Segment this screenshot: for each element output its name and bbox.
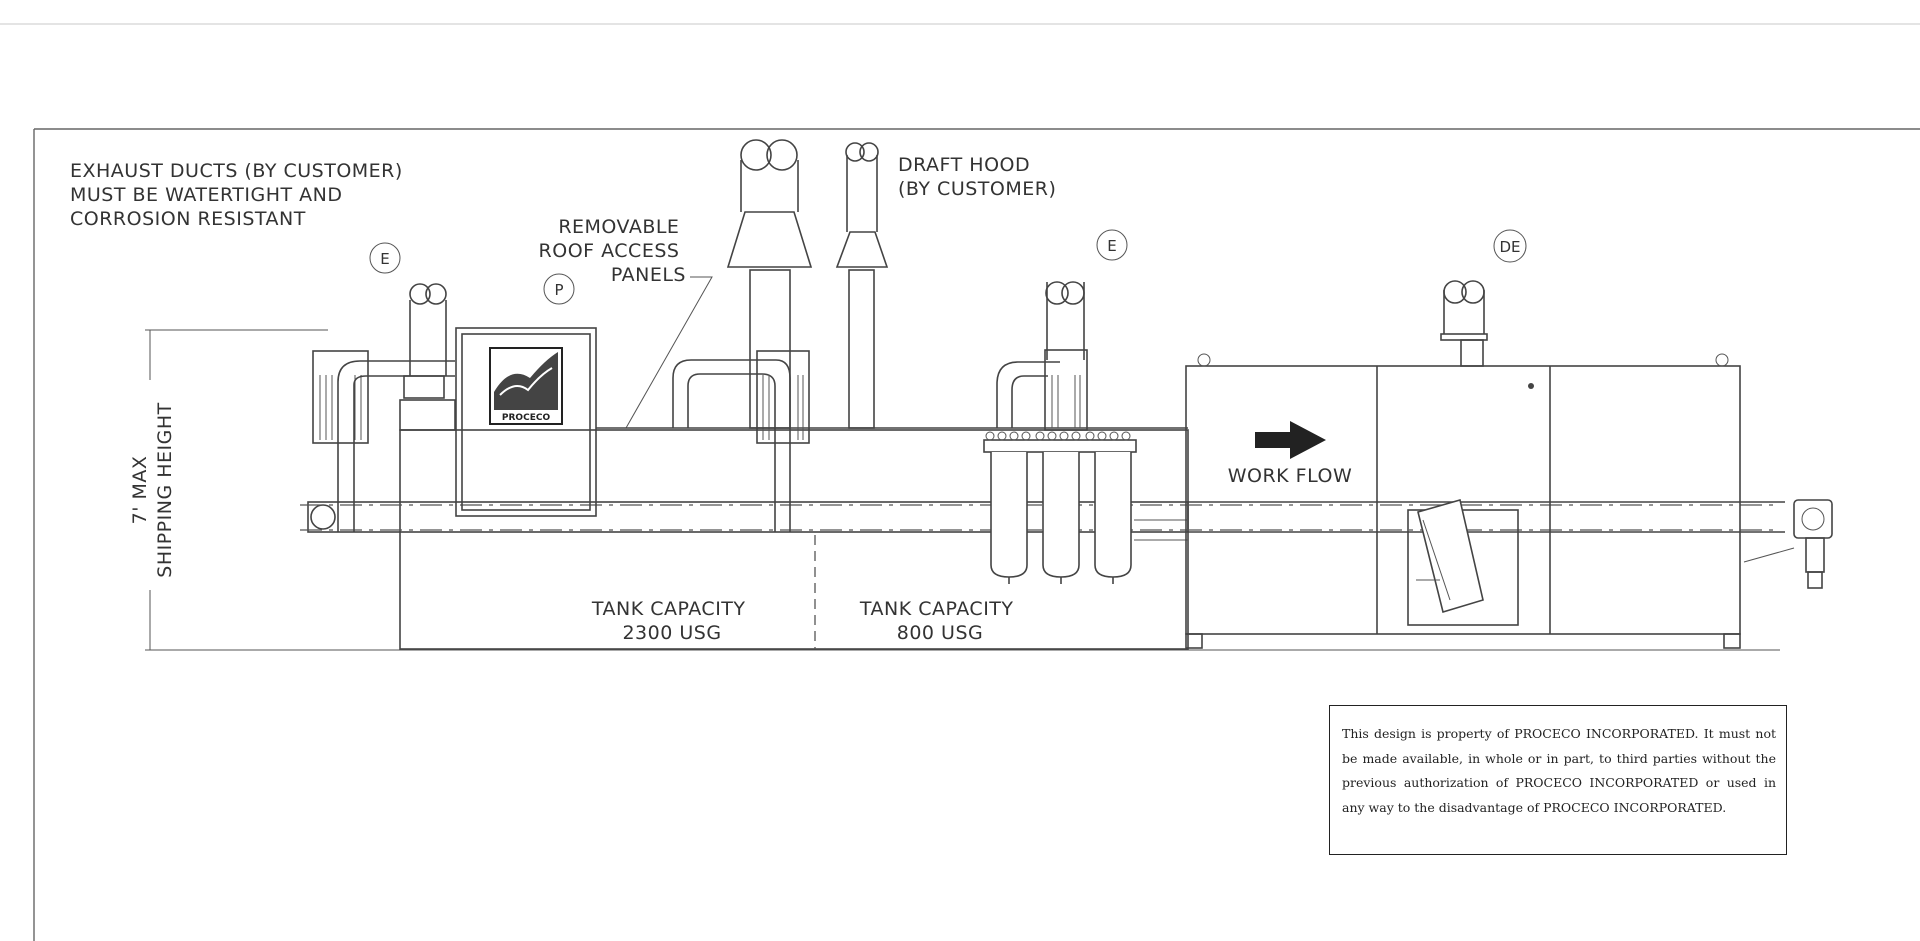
work-flow-arrow: [1255, 421, 1326, 459]
svg-text:DE: DE: [1499, 238, 1520, 256]
draft-hood-label: DRAFT HOOD (BY CUSTOMER): [898, 154, 1056, 200]
proprietary-notice: This design is property of PROCECO INCOR…: [1329, 705, 1787, 855]
control-panel: [455, 327, 597, 517]
tank-1-capacity: TANK CAPACITY 2300 USG: [591, 598, 752, 644]
svg-text:7' MAX: 7' MAX: [129, 456, 151, 525]
roof-panels-label: REMOVABLE ROOF ACCESS PANELS: [539, 216, 686, 286]
drive-motor: [1743, 499, 1833, 589]
svg-text:P: P: [554, 281, 563, 299]
svg-text:SHIPPING HEIGHT: SHIPPING HEIGHT: [154, 402, 176, 577]
dryer-exhaust-stack: [1440, 280, 1488, 367]
work-flow-label: WORK FLOW: [1228, 465, 1353, 487]
small-draft-hood: [835, 142, 889, 429]
svg-text:PROCECO: PROCECO: [502, 413, 551, 423]
svg-text:E: E: [1107, 237, 1116, 255]
tag-e-right: E: [1096, 229, 1128, 261]
proceco-logo: PROCECO: [489, 347, 563, 425]
conveyor: [300, 501, 1785, 541]
exhaust-note: EXHAUST DUCTS (BY CUSTOMER) MUST BE WATE…: [70, 160, 409, 230]
tank-2-capacity: TANK CAPACITY 800 USG: [859, 598, 1020, 644]
right-exhaust-duct: [996, 281, 1088, 431]
tag-p: P: [543, 273, 575, 305]
center-exhaust-duct: [672, 350, 810, 532]
left-exhaust-duct: [312, 283, 456, 532]
dryer-enclosure: [1185, 353, 1741, 649]
tag-de: DE: [1493, 229, 1527, 263]
svg-text:E: E: [380, 250, 389, 268]
tag-e-left: E: [369, 242, 401, 274]
large-draft-hood: [726, 139, 813, 429]
shipping-height-dimension: 7' MAX SHIPPING HEIGHT: [129, 329, 1780, 651]
filter-housings: [983, 431, 1137, 584]
roof-panels-leader: [625, 276, 713, 429]
